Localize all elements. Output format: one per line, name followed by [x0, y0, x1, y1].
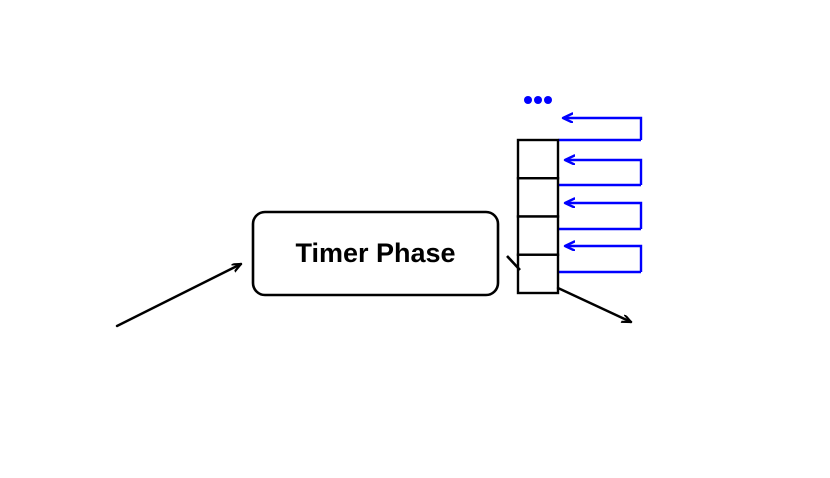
stack-cell-1[interactable]	[516, 138, 560, 180]
ellipsis-dot-2	[534, 96, 542, 104]
feedback-loop-1[interactable]	[559, 118, 643, 142]
timer-phase-box[interactable]	[251, 210, 500, 297]
output-arrow	[556, 286, 633, 324]
stack-cell-4[interactable]	[516, 253, 560, 295]
queue-stack[interactable]	[516, 138, 560, 295]
feedback-loop-4[interactable]	[559, 246, 643, 274]
feedback-loop-3[interactable]	[559, 203, 643, 231]
timer-phase-label: Timer Phase	[295, 238, 455, 268]
tick-mark-group	[506, 255, 521, 271]
stack-cell-3[interactable]	[516, 215, 560, 256]
left-tick-mark	[506, 255, 521, 271]
input-arrow	[115, 262, 243, 328]
ellipsis-dot-1	[524, 96, 532, 104]
feedback-loop-group	[559, 118, 643, 274]
process-box-group[interactable]: Timer Phase	[251, 210, 500, 297]
input-arrow-group	[115, 262, 243, 328]
ellipsis-dot-3	[544, 96, 552, 104]
output-arrow-group	[556, 286, 633, 324]
ellipsis-dots	[524, 96, 552, 104]
feedback-loop-2[interactable]	[559, 160, 643, 187]
stack-cell-2[interactable]	[516, 177, 560, 218]
